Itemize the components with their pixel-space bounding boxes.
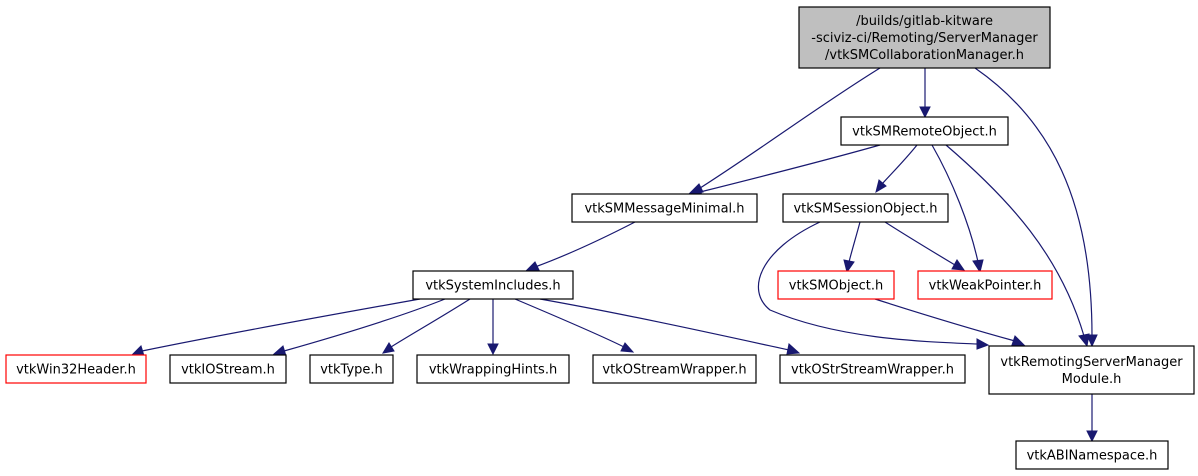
node-iostream[interactable]: vtkIOStream.h <box>169 354 287 384</box>
node-session-box <box>782 193 949 223</box>
node-root-box <box>798 6 1051 69</box>
edge-module-to-abi <box>1086 394 1098 443</box>
edge-sysinc-to-ostream <box>514 298 635 353</box>
node-root-label-line-1: -sciviz-ci/Remoting/ServerManager <box>811 31 1038 46</box>
node-abi-box <box>1015 440 1169 470</box>
node-abi-label-line-0: vtkABINamespace.h <box>1027 449 1158 464</box>
node-ostr-label-line-0: vtkOStrStreamWrapper.h <box>791 363 954 378</box>
edge-smobject-to-module <box>874 298 1026 346</box>
edge-sysinc-to-win32 <box>130 298 421 357</box>
node-module-label-line-0: vtkRemotingServerManager <box>1000 355 1183 370</box>
edge-session-to-smobject <box>843 221 861 274</box>
node-root-label-line-0: /builds/gitlab-kitware <box>856 14 993 29</box>
node-smobject[interactable]: vtkSMObject.h <box>777 270 895 300</box>
node-wrapping-label-line-0: vtkWrappingHints.h <box>429 363 557 378</box>
edge-sysinc-to-wrapping <box>487 299 499 356</box>
node-session-label-line-0: vtkSMSessionObject.h <box>793 202 937 217</box>
edge-root-to-module <box>974 67 1098 348</box>
node-module-label-line-1: Module.h <box>1062 372 1122 387</box>
node-remote-box <box>840 116 1009 146</box>
node-sysinc[interactable]: vtkSystemIncludes.h <box>412 270 574 300</box>
node-module-box <box>988 345 1195 395</box>
node-wrapping-box <box>416 354 570 384</box>
edge-remote-to-message <box>688 144 881 198</box>
node-session[interactable]: vtkSMSessionObject.h <box>782 193 949 223</box>
node-message-label-line-0: vtkSMMessageMinimal.h <box>584 202 744 217</box>
node-remote[interactable]: vtkSMRemoteObject.h <box>840 116 1009 146</box>
node-win32[interactable]: vtkWin32Header.h <box>5 354 147 384</box>
node-smobject-box <box>777 270 895 300</box>
node-root[interactable]: /builds/gitlab-kitware -sciviz-ci/Remotin… <box>798 6 1051 69</box>
nodes: /builds/gitlab-kitware -sciviz-ci/Remotin… <box>5 6 1195 470</box>
edge-remote-to-module <box>945 144 1090 348</box>
node-type-label-line-0: vtkType.h <box>320 363 383 378</box>
edge-sysinc-to-type <box>382 298 471 354</box>
node-smobject-label-line-0: vtkSMObject.h <box>789 279 884 294</box>
edge-message-to-sysinc <box>524 221 636 272</box>
edge-root-to-remote <box>919 68 931 119</box>
node-message[interactable]: vtkSMMessageMinimal.h <box>571 193 758 223</box>
node-ostr[interactable]: vtkOStrStreamWrapper.h <box>779 354 966 384</box>
node-wrapping[interactable]: vtkWrappingHints.h <box>416 354 570 384</box>
node-abi[interactable]: vtkABINamespace.h <box>1015 440 1169 470</box>
node-type[interactable]: vtkType.h <box>309 354 394 384</box>
node-win32-label-line-0: vtkWin32Header.h <box>16 363 136 378</box>
node-root-label-line-2: /vtkSMCollaborationManager.h <box>825 48 1024 63</box>
node-sysinc-box <box>412 270 574 300</box>
edge-remote-to-session <box>875 144 918 194</box>
node-weak[interactable]: vtkWeakPointer.h <box>917 270 1053 300</box>
node-win32-box <box>5 354 147 384</box>
edge-session-to-module <box>757 221 990 350</box>
node-iostream-box <box>169 354 287 384</box>
node-ostr-box <box>779 354 966 384</box>
node-type-box <box>309 354 394 384</box>
edge-sysinc-to-ostr <box>539 298 801 355</box>
edge-session-to-weak <box>884 221 966 271</box>
node-weak-label-line-0: vtkWeakPointer.h <box>929 279 1042 294</box>
node-ostream-box <box>592 354 757 384</box>
node-remote-label-line-0: vtkSMRemoteObject.h <box>852 125 997 140</box>
edge-remote-to-weak <box>931 144 984 274</box>
edge-sysinc-to-iostream <box>272 298 446 357</box>
node-iostream-label-line-0: vtkIOStream.h <box>181 363 275 378</box>
node-ostream[interactable]: vtkOStreamWrapper.h <box>592 354 757 384</box>
node-sysinc-label-line-0: vtkSystemIncludes.h <box>425 279 560 294</box>
node-weak-box <box>917 270 1053 300</box>
node-ostream-label-line-0: vtkOStreamWrapper.h <box>602 363 746 378</box>
node-message-box <box>571 193 758 223</box>
